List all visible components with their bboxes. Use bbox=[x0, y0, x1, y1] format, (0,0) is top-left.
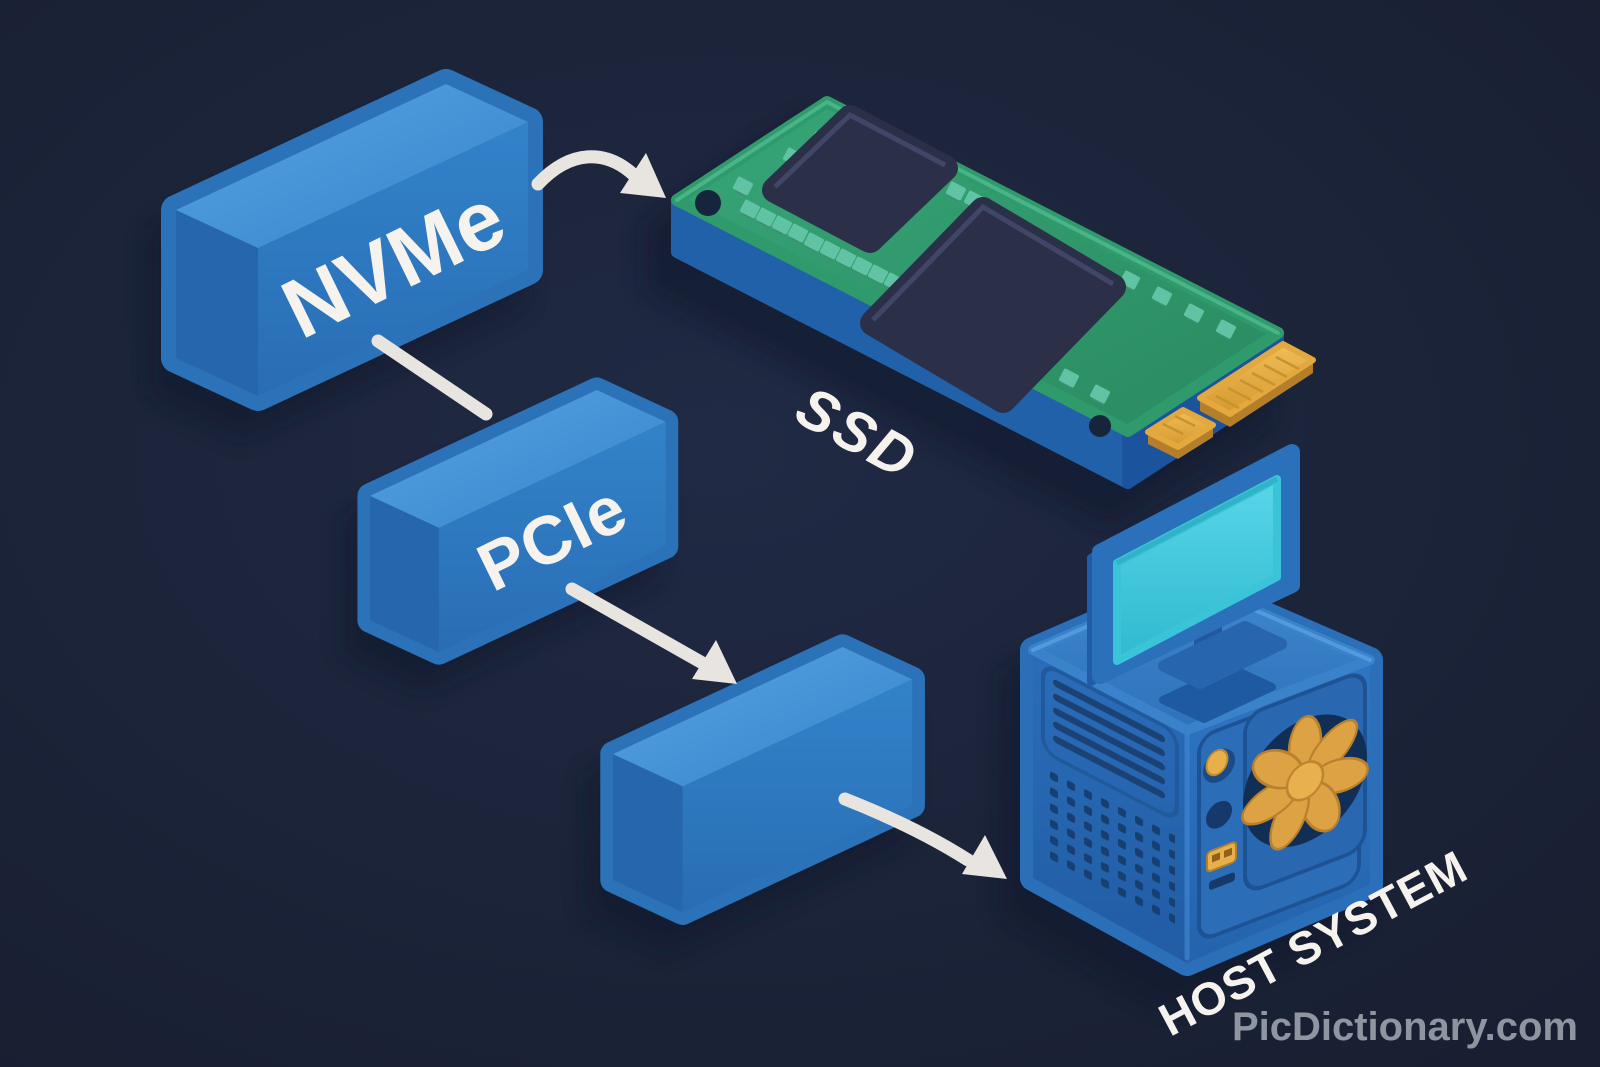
mounting-hole bbox=[695, 190, 721, 216]
dot-grille bbox=[1047, 769, 1175, 930]
edge-connector-gold bbox=[1145, 341, 1316, 459]
pcie-node: PCIe bbox=[370, 390, 666, 652]
tower-right-face-details bbox=[1197, 673, 1369, 939]
monitor-base bbox=[1158, 621, 1287, 689]
reset-button bbox=[1206, 800, 1232, 829]
pcb-edge-highlight bbox=[675, 99, 1280, 335]
gold-finger-side bbox=[1148, 425, 1213, 459]
watermark: PicDictionary.com bbox=[1232, 1005, 1578, 1049]
mounting-hole bbox=[1089, 415, 1111, 437]
controller-chip bbox=[860, 197, 1126, 413]
vent-panel-outline bbox=[1041, 666, 1179, 818]
power-button bbox=[1205, 748, 1229, 777]
gold-finger-ridges bbox=[1215, 355, 1300, 410]
connectors bbox=[371, 150, 1007, 879]
usb-slot bbox=[1209, 872, 1235, 890]
vent-slats bbox=[1053, 679, 1165, 799]
connector-line-nvme-to-pcie bbox=[371, 334, 493, 421]
fan-blades bbox=[1241, 714, 1369, 851]
nand-chip bbox=[762, 105, 958, 253]
cooling-fan bbox=[1241, 714, 1369, 851]
arrow-bridge-to-host bbox=[838, 792, 1007, 879]
fan-hub bbox=[1285, 760, 1325, 802]
arrow-pcie-to-bridge bbox=[565, 582, 737, 684]
host-system-illustration bbox=[1020, 444, 1383, 976]
arrow-nvme-to-ssd bbox=[531, 150, 666, 198]
usb-port bbox=[1206, 841, 1237, 890]
tower-left-face-details bbox=[1041, 666, 1179, 930]
gold-finger-ridges bbox=[1162, 414, 1196, 436]
monitor bbox=[1087, 444, 1300, 689]
ssd-illustration bbox=[671, 96, 1316, 489]
gold-finger bbox=[1145, 407, 1216, 450]
monitor-screen-shade bbox=[1115, 476, 1279, 566]
